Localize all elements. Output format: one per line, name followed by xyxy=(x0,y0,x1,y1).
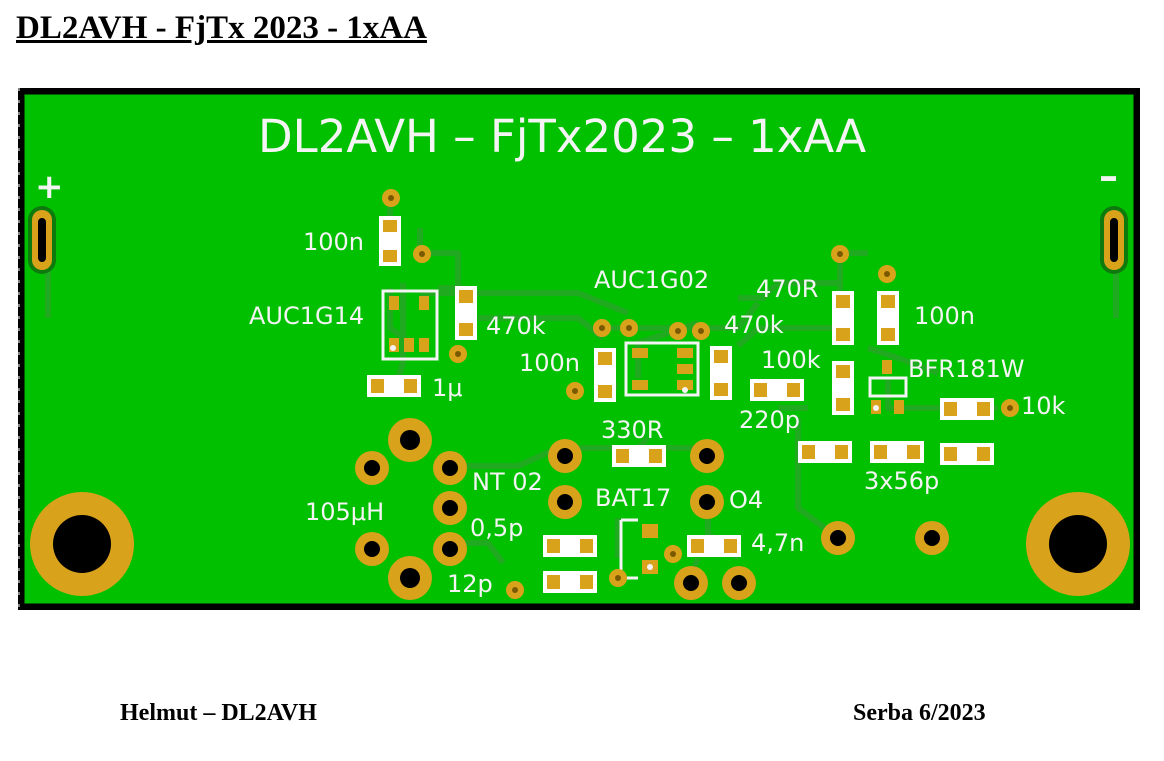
smd-component xyxy=(379,216,401,266)
label-r470R: 470R xyxy=(756,275,818,303)
smd-component xyxy=(543,571,597,593)
label-c220p: 220p xyxy=(739,406,800,434)
smd-component xyxy=(798,441,852,463)
label-inductor: 105μH xyxy=(305,498,384,526)
transistor-footprint xyxy=(868,360,908,414)
label-ic1: AUC1G14 xyxy=(249,302,364,330)
label-c05p: 0,5p xyxy=(470,514,523,542)
label-ic2: AUC1G02 xyxy=(594,266,709,294)
plus-terminal-label: + xyxy=(35,167,64,207)
smd-component xyxy=(750,379,804,401)
board-outline xyxy=(18,88,1140,610)
smd-component xyxy=(710,346,732,400)
ic1-footprint xyxy=(381,289,439,361)
label-nt02: NT 02 xyxy=(472,468,543,496)
battery-minus-terminal xyxy=(1100,206,1128,274)
label-r10k: 10k xyxy=(1021,392,1066,420)
label-c3x56p: 3x56p xyxy=(864,467,939,495)
author-credit: Helmut – DL2AVH xyxy=(120,700,317,726)
label-c47n: 4,7n xyxy=(751,529,804,557)
smd-component xyxy=(543,535,597,557)
smd-component xyxy=(687,535,741,557)
label-transistor: BFR181W xyxy=(908,355,1024,383)
smd-component xyxy=(367,375,421,397)
smd-component xyxy=(940,443,994,465)
smd-component xyxy=(870,441,924,463)
pcb-board xyxy=(18,88,1140,610)
ic2-footprint xyxy=(624,341,700,397)
label-r470k-mid: 470k xyxy=(724,311,784,339)
label-r100k: 100k xyxy=(761,346,821,374)
label-c100n-mid: 100n xyxy=(519,349,580,377)
pcb-layout-image: DL2AVH – FjTx2023 – 1xAA + – 100n AUC1G1… xyxy=(18,88,1140,610)
label-o4: O4 xyxy=(729,486,763,514)
smd-component xyxy=(832,361,854,415)
document-date: Serba 6/2023 xyxy=(853,700,986,726)
through-hole-pad xyxy=(355,418,949,600)
smd-component xyxy=(455,286,477,340)
label-c1u: 1μ xyxy=(432,374,463,402)
via-hole xyxy=(388,195,1013,593)
minus-terminal-label: – xyxy=(1099,154,1118,198)
label-c100n-right: 100n xyxy=(914,302,975,330)
label-c12p: 12p xyxy=(447,570,493,598)
battery-plus-terminal xyxy=(28,206,56,274)
smd-component xyxy=(594,348,616,402)
label-c100n-top: 100n xyxy=(303,228,364,256)
smd-component xyxy=(612,445,666,467)
smd-component xyxy=(940,398,994,420)
document-title: DL2AVH - FjTx 2023 - 1xAA xyxy=(16,10,427,46)
label-r470k-left: 470k xyxy=(486,312,546,340)
smd-component xyxy=(832,291,854,345)
smd-component xyxy=(877,291,899,345)
silk-title: DL2AVH – FjTx2023 – 1xAA xyxy=(258,110,866,163)
mounting-hole-right xyxy=(1026,492,1130,596)
label-diode: BAT17 xyxy=(595,484,671,512)
label-r330R: 330R xyxy=(601,416,663,444)
mounting-hole-left xyxy=(30,492,134,596)
